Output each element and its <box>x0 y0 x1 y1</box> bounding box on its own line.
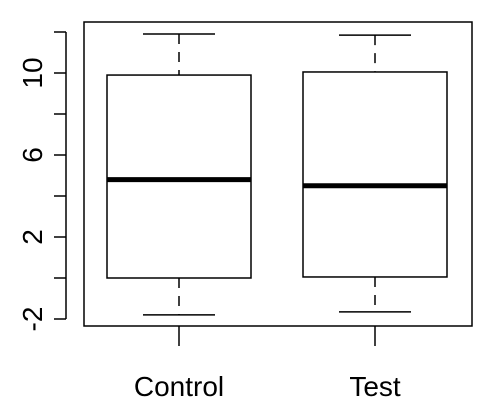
y-tick-label: 6 <box>17 147 48 163</box>
y-axis: -2 2 6 10 <box>17 31 67 332</box>
boxes <box>106 33 448 316</box>
plot-frame <box>83 21 473 327</box>
x-tick-label: Control <box>134 371 224 402</box>
box-test <box>302 71 448 278</box>
y-tick-label: -2 <box>17 307 48 332</box>
y-tick-label: 2 <box>17 229 48 245</box>
x-axis: Control Test <box>134 326 401 402</box>
box-control <box>106 74 252 279</box>
y-tick-label: 10 <box>17 57 48 88</box>
x-tick-label: Test <box>349 371 401 402</box>
